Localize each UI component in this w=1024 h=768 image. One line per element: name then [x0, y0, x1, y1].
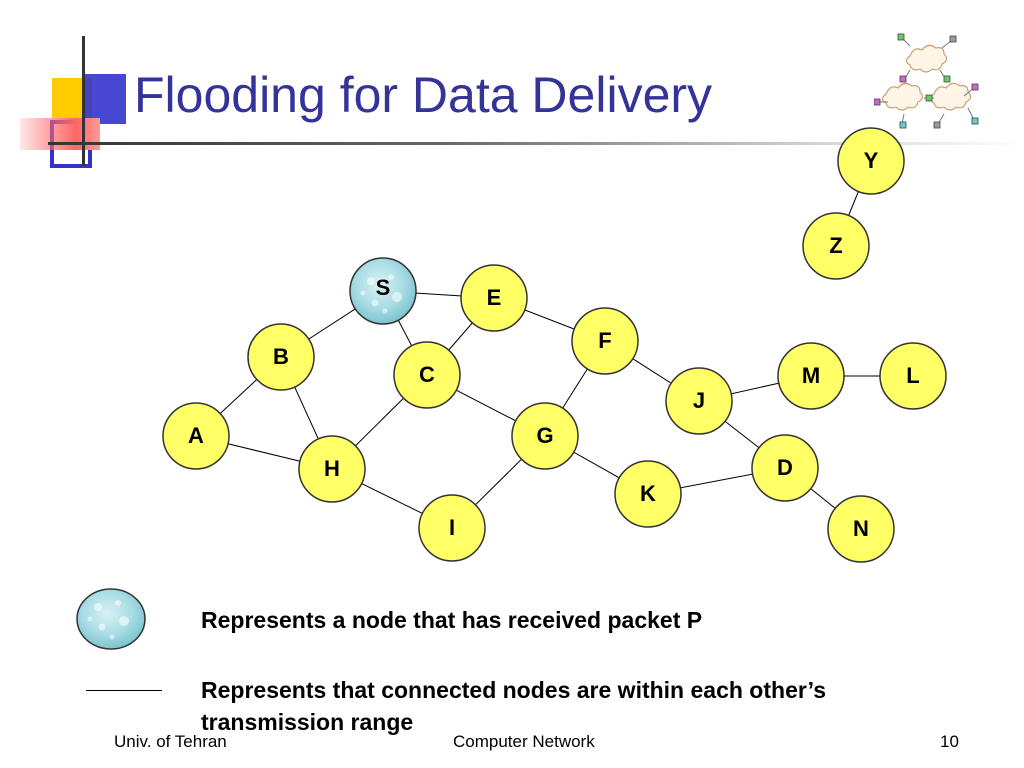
node-circle: [879, 342, 947, 410]
node-g: G: [511, 402, 579, 470]
legend-received-text: Represents a node that has received pack…: [201, 607, 703, 633]
node-circle: [751, 434, 819, 502]
water-bubble: [360, 290, 366, 296]
slide-title: Flooding for Data Delivery: [134, 67, 713, 123]
legend-range-text: Represents that connected nodes are with…: [201, 677, 826, 735]
node-e: E: [460, 264, 528, 332]
node-circle: [571, 307, 639, 375]
node-circle: [777, 342, 845, 410]
node-circle: [837, 127, 905, 195]
node-a: A: [162, 402, 230, 470]
node-b: B: [247, 323, 315, 391]
node-m: M: [777, 342, 845, 410]
node-label: I: [449, 515, 455, 540]
node-label: H: [324, 456, 340, 481]
node-circle: [614, 460, 682, 528]
node-j: J: [665, 367, 733, 435]
node-label: B: [273, 344, 289, 369]
legend-received-node-icon: [76, 588, 146, 650]
node-n: N: [827, 495, 895, 563]
network-clouds-icon: [874, 33, 979, 129]
node-s: S: [349, 257, 417, 325]
footer-course: Computer Network: [453, 732, 595, 751]
node-circle: [511, 402, 579, 470]
node-c: C: [393, 341, 461, 409]
water-bubble: [388, 274, 394, 280]
blue-square-top: [84, 74, 126, 124]
node-label: F: [598, 328, 611, 353]
node-label: M: [802, 363, 820, 388]
node-label: Z: [829, 233, 842, 258]
water-bubble: [371, 299, 379, 307]
node-circle: [802, 212, 870, 280]
title-underline: [50, 142, 1024, 145]
node-circle: [418, 494, 486, 562]
legend-range-line: [86, 690, 162, 691]
node-f: F: [571, 307, 639, 375]
node-label: Y: [864, 148, 879, 173]
received-node-circle: [349, 257, 417, 325]
nodes-layer: S E B C F M L J A G H D K I N Y Z: [162, 127, 947, 563]
node-circle: [460, 264, 528, 332]
node-h: H: [298, 435, 366, 503]
node-circle: [393, 341, 461, 409]
node-label: K: [640, 481, 656, 506]
water-bubble: [392, 292, 402, 302]
node-label: S: [376, 275, 391, 300]
water-bubble: [382, 308, 388, 314]
node-d: D: [751, 434, 819, 502]
node-label: L: [906, 363, 919, 388]
node-label: D: [777, 455, 793, 480]
node-label: G: [536, 423, 553, 448]
node-circle: [247, 323, 315, 391]
node-label: C: [419, 362, 435, 387]
node-label: E: [487, 285, 502, 310]
node-l: L: [879, 342, 947, 410]
node-label: J: [693, 388, 705, 413]
node-y: Y: [837, 127, 905, 195]
node-z: Z: [802, 212, 870, 280]
vertical-line: [82, 36, 85, 166]
footer-institution: Univ. of Tehran: [114, 732, 227, 751]
water-bubble: [367, 277, 375, 285]
node-i: I: [418, 494, 486, 562]
footer-page-number: 10: [940, 732, 959, 751]
node-circle: [162, 402, 230, 470]
node-circle: [665, 367, 733, 435]
node-circle: [298, 435, 366, 503]
node-label: A: [188, 423, 204, 448]
node-circle: [827, 495, 895, 563]
node-label: N: [853, 516, 869, 541]
node-k: K: [614, 460, 682, 528]
